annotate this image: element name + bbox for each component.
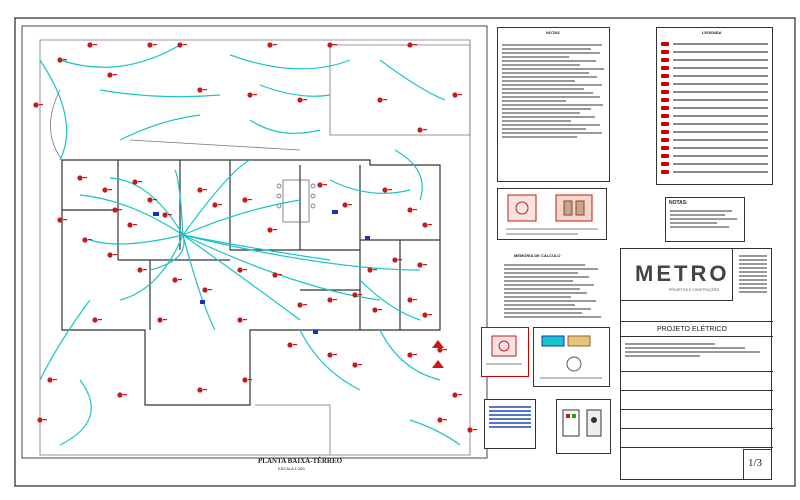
legend-title: LEGENDA (702, 30, 722, 35)
plan-frame (21, 25, 488, 459)
sheet-number-cell: 1/3 (743, 449, 771, 479)
plan-scale: ESCALA 1:100 (278, 466, 305, 471)
sheet-border (14, 17, 796, 487)
title-rows (621, 371, 773, 466)
notas-panel: NOTAS: (665, 197, 745, 242)
title-block: METRO PROJETOS E CONSTRUÇÕES PROJETO ELÉ… (620, 248, 773, 480)
legend-panel: LEGENDA (656, 27, 773, 185)
project-title: PROJETO ELÉTRICO (657, 326, 727, 333)
load-calc-block: MEMÓRIA DE CÁLCULO (500, 254, 615, 334)
panel-markers (153, 210, 370, 334)
detail-box-1 (481, 327, 529, 377)
outlet-detail-drawing (506, 194, 598, 235)
detail-box-2 (533, 327, 610, 387)
legend-rows (657, 40, 772, 176)
notes-title: NOTAS (546, 30, 560, 35)
detail-outlet-panel (497, 188, 607, 240)
notes-panel: NOTAS (497, 27, 610, 182)
notas-title: NOTAS: (669, 200, 688, 206)
sheet-number: 1/3 (748, 457, 763, 469)
load-calc-title: MEMÓRIA DE CÁLCULO (514, 253, 561, 258)
company-logo: METRO (635, 261, 730, 286)
company-logo-area: METRO PROJETOS E CONSTRUÇÕES (621, 249, 733, 301)
electrical-devices (33, 42, 477, 433)
site-lines (39, 39, 471, 456)
dining-table (276, 179, 316, 223)
wiring-runs (39, 44, 461, 446)
company-tagline: PROJETOS E CONSTRUÇÕES (669, 288, 720, 292)
north-marker (432, 340, 444, 368)
project-title-row: PROJETO ELÉTRICO (621, 321, 773, 337)
notes-text (498, 42, 609, 140)
detail-box-4 (556, 399, 611, 454)
detail-box-3 (484, 399, 536, 449)
building-walls (61, 159, 441, 406)
plan-title: PLANTA BAIXA-TÉRREO (258, 457, 343, 465)
title-block-info (735, 253, 771, 295)
